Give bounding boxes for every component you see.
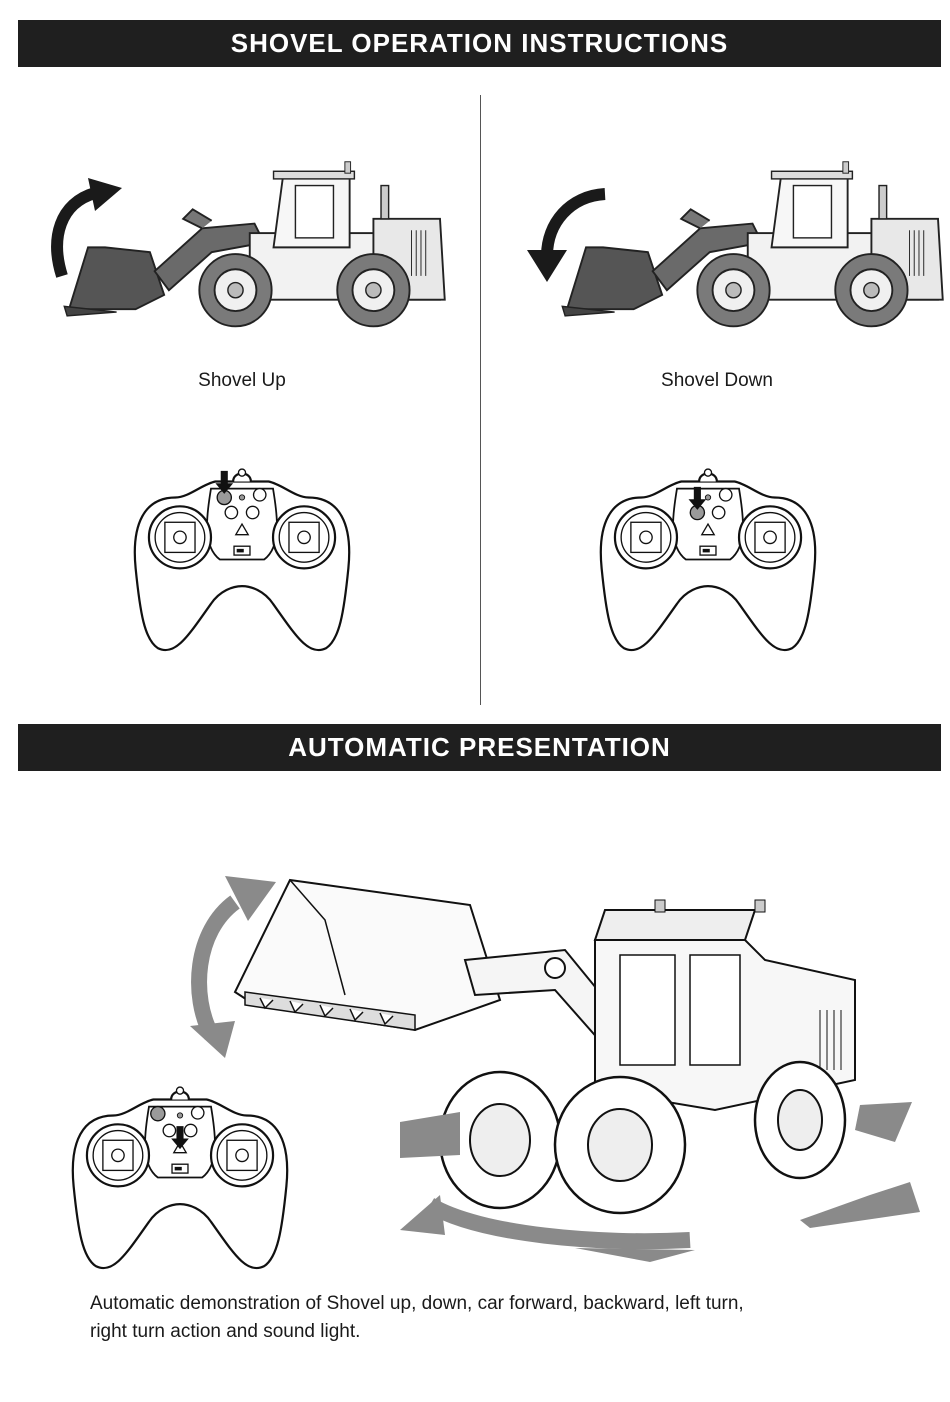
highlighted-button bbox=[151, 1107, 165, 1121]
curved-arrow-down-icon bbox=[525, 188, 610, 283]
description-line: Automatic demonstration of Shovel up, do… bbox=[90, 1290, 850, 1318]
shovel-cycle-arrow-icon bbox=[180, 876, 280, 1061]
section-title: AUTOMATIC PRESENTATION bbox=[288, 732, 671, 763]
remote-controller-down bbox=[588, 462, 828, 657]
automatic-description: Automatic demonstration of Shovel up, do… bbox=[90, 1290, 850, 1346]
shovel-up-caption: Shovel Up bbox=[92, 370, 392, 392]
remote-controller-up bbox=[122, 462, 362, 657]
column-divider bbox=[480, 95, 481, 705]
curved-arrow-up-icon bbox=[50, 178, 125, 278]
remote-controller-auto bbox=[60, 1080, 300, 1275]
section-title: SHOVEL OPERATION INSTRUCTIONS bbox=[231, 28, 729, 59]
shovel-operation-banner: SHOVEL OPERATION INSTRUCTIONS bbox=[18, 20, 941, 67]
automatic-presentation-banner: AUTOMATIC PRESENTATION bbox=[18, 724, 941, 771]
shovel-down-caption: Shovel Down bbox=[567, 370, 867, 392]
description-line: right turn action and sound light. bbox=[90, 1318, 850, 1346]
movement-arrows-icon bbox=[400, 1100, 920, 1265]
